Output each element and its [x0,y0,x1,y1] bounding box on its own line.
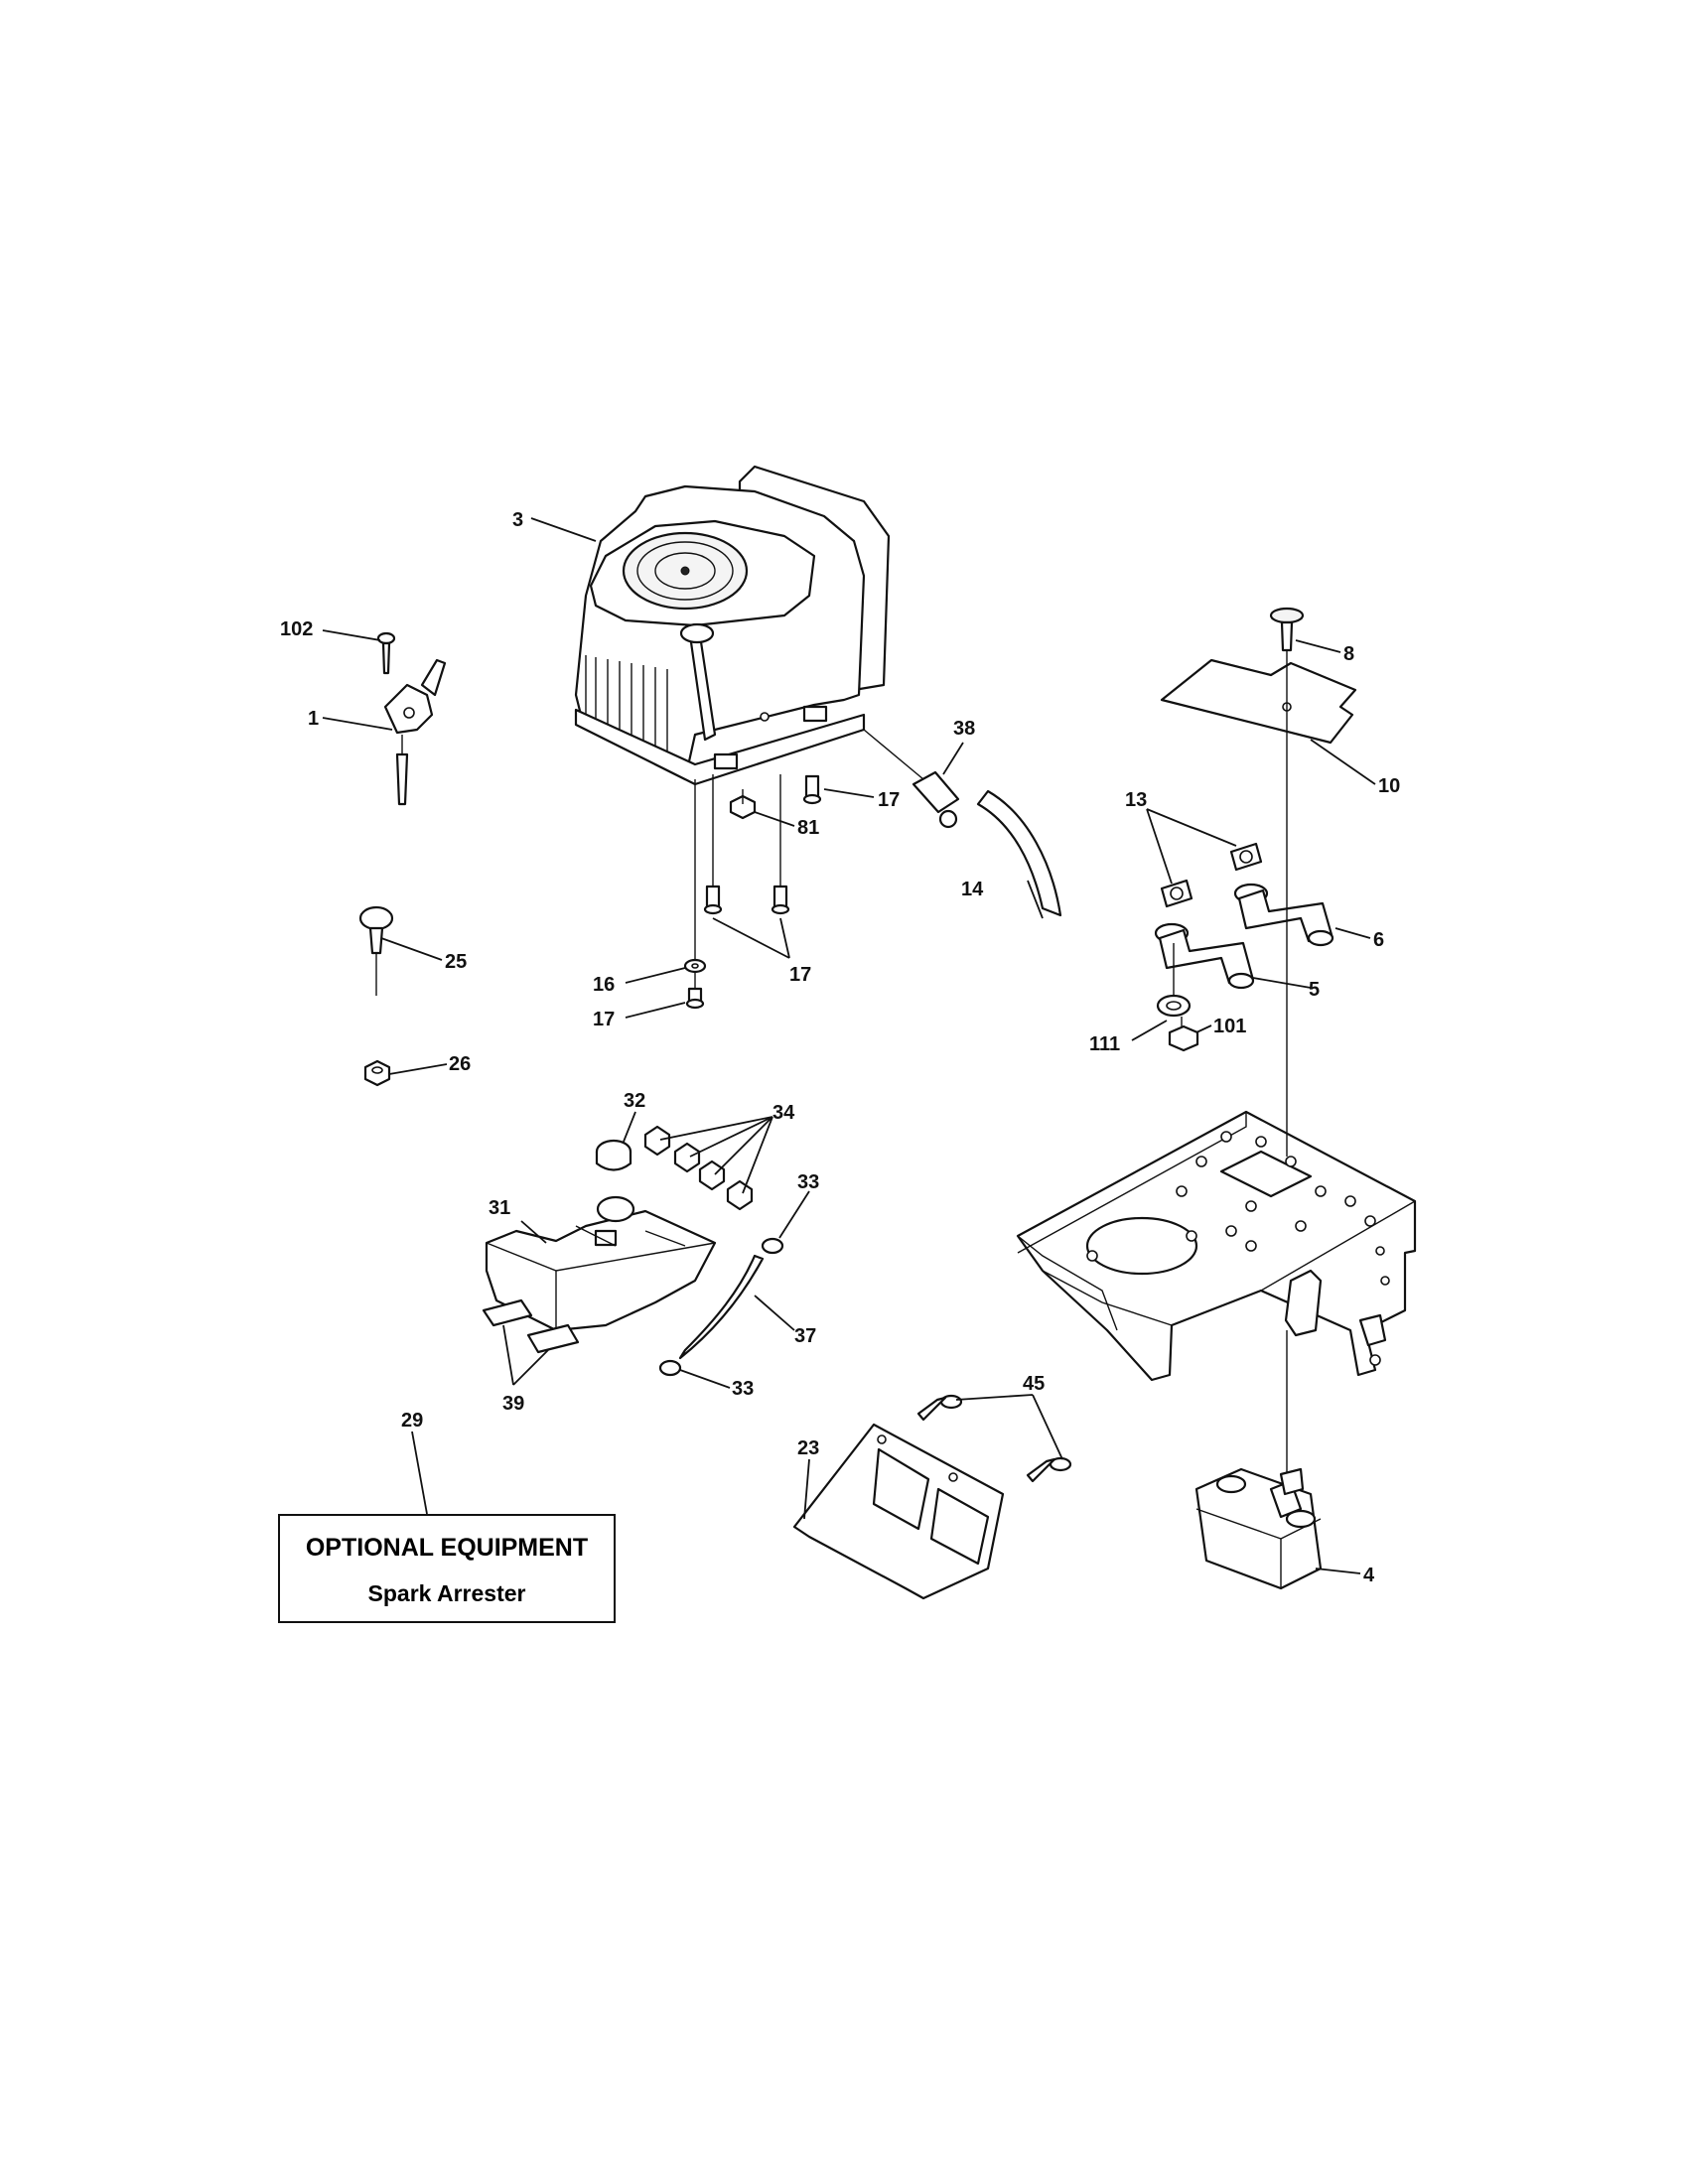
pad-39b [526,1323,580,1354]
callout-17-lower: 17 [593,1009,615,1030]
callout-31: 31 [489,1197,510,1219]
exhaust-pipe-5 [1154,922,1255,990]
spark-arrester-label: Spark Arrester [367,1580,526,1606]
callout-13: 13 [1125,789,1147,811]
washer-111 [1156,994,1192,1018]
callout-labels: 3 102 1 8 38 10 13 17 81 14 6 25 17 16 5… [280,509,1400,1586]
callout-6: 6 [1373,929,1384,951]
callout-8: 8 [1343,643,1354,665]
nut-26 [363,1059,391,1087]
screw-45-lower [1026,1456,1072,1483]
callout-4: 4 [1363,1565,1375,1586]
callout-34: 34 [772,1102,795,1124]
callout-39: 39 [502,1393,524,1415]
fuel-cap-32 [595,1139,632,1171]
callout-10: 10 [1378,775,1400,797]
callout-29: 29 [401,1410,423,1432]
callout-26: 26 [449,1053,471,1075]
pad-34a [643,1125,671,1157]
callout-101: 101 [1213,1016,1246,1037]
bolt-17-right [771,885,790,915]
optional-equipment-box: OPTIONAL EQUIPMENT Spark Arrester [278,1514,616,1623]
callout-81: 81 [797,817,819,839]
spark-arrester-screen-23 [792,1423,1005,1600]
callout-32: 32 [624,1090,645,1112]
pad-39a [482,1298,533,1327]
callout-25: 25 [445,951,467,973]
engine [574,465,891,786]
nut-101 [1168,1024,1199,1052]
pad-34c [698,1160,726,1191]
fuel-fitting-38 [863,729,960,829]
callout-16: 16 [593,974,615,996]
callout-23: 23 [797,1437,819,1459]
callout-33-upper: 33 [797,1171,819,1193]
engine-mounting-plate [1016,1110,1417,1382]
nut-81 [729,789,757,820]
callout-5: 5 [1309,979,1320,1001]
callout-3: 3 [512,509,523,531]
gasket-13a [1160,879,1193,908]
throttle-control [383,658,447,806]
pad-34b [673,1142,701,1173]
bolt-17-lower [685,987,705,1010]
washer-16 [683,958,707,974]
callout-102: 102 [280,618,313,640]
clamp-33-upper [761,1237,784,1255]
exhaust-pipe-6 [1233,883,1334,947]
bolt-17-left [703,885,723,915]
fuel-line-37 [678,1254,765,1360]
callout-37: 37 [794,1325,816,1347]
callout-1: 1 [308,708,319,730]
screw-45-upper [916,1394,963,1422]
optional-equipment-title: OPTIONAL EQUIPMENT [305,1534,589,1562]
bolt-8 [1269,607,1305,652]
muffler-4 [1194,1467,1323,1590]
pad-34d [726,1179,754,1211]
bolt-17-upper [802,774,822,805]
screw-102 [376,631,396,675]
heat-shield-10 [1160,658,1357,745]
callout-14: 14 [961,879,984,900]
gasket-13b [1229,842,1263,872]
callout-45: 45 [1023,1373,1045,1395]
callout-33-lower: 33 [732,1378,754,1400]
clamp-33-lower [658,1359,682,1377]
fuel-line-14 [976,789,1062,917]
knob-25 [358,905,394,996]
callout-17-mid: 17 [789,964,811,986]
callout-17-upper: 17 [878,789,900,811]
leader-lines [322,517,1376,1574]
callout-111: 111 [1089,1033,1120,1055]
callout-38: 38 [953,718,975,740]
